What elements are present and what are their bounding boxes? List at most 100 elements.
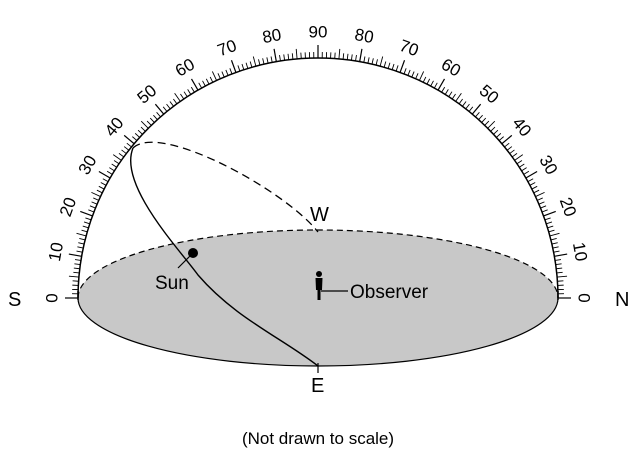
degree-tick (140, 120, 149, 129)
degree-tick (205, 78, 210, 85)
degree-tick (173, 98, 178, 105)
degree-tick (557, 275, 568, 278)
degree-tick (521, 167, 527, 172)
degree-tick (556, 267, 563, 270)
degree-tick (468, 106, 474, 112)
degree-tick (367, 57, 370, 64)
sun-path-visible (130, 147, 319, 367)
degree-tick (83, 221, 90, 225)
degree-tick (156, 112, 161, 118)
degree-tick (511, 153, 518, 158)
degree-tick (262, 58, 265, 65)
degree-tick (555, 263, 562, 266)
degree-tick (88, 209, 95, 213)
degree-label: 70 (215, 36, 239, 60)
degree-tick (430, 80, 434, 87)
degree-label: 40 (508, 114, 535, 141)
degree-tick (146, 120, 152, 126)
degree-label: 50 (134, 81, 161, 108)
degree-tick (230, 60, 237, 73)
degree-tick (225, 69, 229, 76)
degree-tick (422, 76, 427, 83)
degree-tick (79, 238, 86, 241)
degree-tick (458, 98, 463, 105)
horizon-back-edge (77, 229, 559, 299)
degree-tick (68, 253, 82, 257)
degree-tick (283, 54, 286, 61)
degree-tick (93, 197, 99, 201)
degree-tick (549, 232, 560, 237)
degree-tick (538, 201, 545, 205)
degree-tick (550, 238, 557, 241)
degree-tick (554, 253, 568, 257)
degree-tick (496, 133, 502, 138)
degree-tick (475, 112, 480, 118)
degree-tick (98, 170, 111, 179)
degree-tick (375, 59, 378, 66)
degree-tick (91, 191, 101, 197)
degree-tick (68, 275, 79, 278)
degree-tick (433, 82, 438, 89)
degree-tick (544, 217, 551, 221)
degree-ticks (65, 45, 571, 299)
degree-tick (444, 89, 449, 95)
degree-tick (111, 163, 117, 168)
compass-north-label: N (615, 289, 629, 311)
degree-tick (553, 250, 560, 253)
degree-tick (403, 68, 407, 75)
degree-label: 10 (569, 241, 591, 263)
degree-tick (74, 263, 81, 266)
degree-tick (73, 267, 80, 270)
degree-tick (209, 76, 214, 83)
degree-tick (106, 170, 113, 175)
degree-tick (519, 163, 525, 168)
degree-label: 30 (535, 152, 561, 178)
degree-tick (273, 48, 277, 62)
degree-tick (270, 56, 273, 63)
degree-tick (481, 117, 487, 123)
degree-tick (478, 114, 483, 120)
degree-tick (198, 82, 203, 89)
degree-tick (76, 232, 87, 237)
sun-leader-line (177, 252, 194, 269)
degree-tick (399, 60, 406, 73)
degree-tick (241, 63, 245, 70)
degree-tick (426, 78, 431, 85)
degree-tick (109, 167, 115, 172)
degree-tick (448, 91, 453, 97)
degree-tick (154, 103, 165, 115)
degree-tick (252, 56, 257, 67)
degree-tick (123, 134, 135, 145)
degree-tick (525, 170, 538, 179)
degree-tick (371, 58, 374, 65)
degree-tick (291, 53, 294, 60)
degree-tick (77, 246, 84, 249)
degree-tick (132, 136, 138, 141)
degree-label: 50 (476, 81, 503, 108)
degree-tick (498, 136, 504, 141)
degree-tick (112, 154, 122, 161)
degree-tick (455, 92, 462, 102)
degree-tick (162, 106, 168, 112)
degree-tick (548, 229, 555, 233)
degree-tick (140, 126, 146, 132)
degree-tick (190, 86, 195, 93)
degree-tick (73, 271, 80, 274)
degree-tick (379, 56, 384, 67)
degree-label: 70 (397, 36, 421, 60)
degree-label: 80 (261, 25, 283, 47)
degree-tick (113, 160, 120, 165)
compass-east-label: E (311, 375, 324, 397)
degree-tick (556, 271, 563, 274)
degree-tick (174, 92, 181, 102)
degree-tick (211, 71, 217, 81)
degree-label: 30 (75, 152, 101, 178)
degree-tick (180, 93, 185, 100)
degree-tick (91, 201, 98, 205)
degree-tick (134, 133, 140, 138)
degree-label: 60 (438, 55, 464, 81)
degree-tick (279, 54, 281, 62)
degree-tick (169, 101, 174, 107)
degree-tick (541, 209, 548, 213)
